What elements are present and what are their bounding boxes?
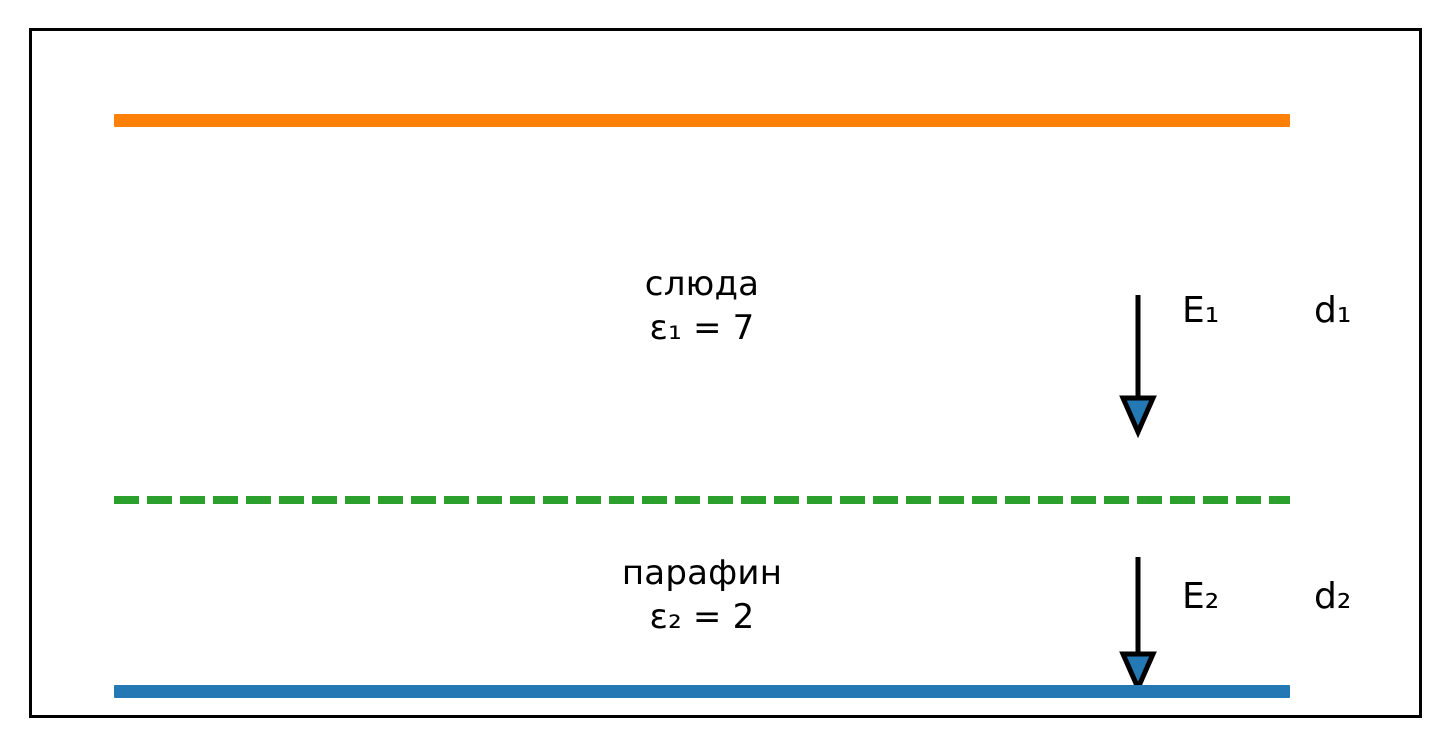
bottom-plate <box>114 685 1290 698</box>
field-strength-label-2: E₂ <box>1182 576 1220 617</box>
field-arrow-layer-1 <box>1119 293 1157 439</box>
top-plate <box>114 114 1290 127</box>
layer-2-label-group: парафин ε₂ = 2 <box>622 552 782 639</box>
dielectric-interface-line <box>114 496 1290 504</box>
arrow-head <box>1119 395 1157 439</box>
layer-2-material-label: парафин <box>621 553 783 593</box>
layer-1-permittivity-label: ε₁ = 7 <box>649 307 755 348</box>
field-arrow-layer-2-glyph <box>1119 557 1157 695</box>
arrow-head <box>1119 651 1157 695</box>
layer-2-permittivity-label: ε₂ = 2 <box>649 596 755 637</box>
field-strength-label-1: E₁ <box>1182 290 1220 331</box>
thickness-label-2: d₂ <box>1314 576 1352 617</box>
field-arrow-layer-1-glyph <box>1119 295 1157 439</box>
thickness-label-1: d₁ <box>1314 290 1352 331</box>
diagram-frame: слюда ε₁ = 7 E₁ d₁ парафин ε₂ = 2 <box>29 28 1422 718</box>
layer-1-label-group: слюда ε₁ = 7 <box>645 263 759 350</box>
field-arrow-layer-2 <box>1119 555 1157 695</box>
layer-1-material-label: слюда <box>644 264 760 304</box>
